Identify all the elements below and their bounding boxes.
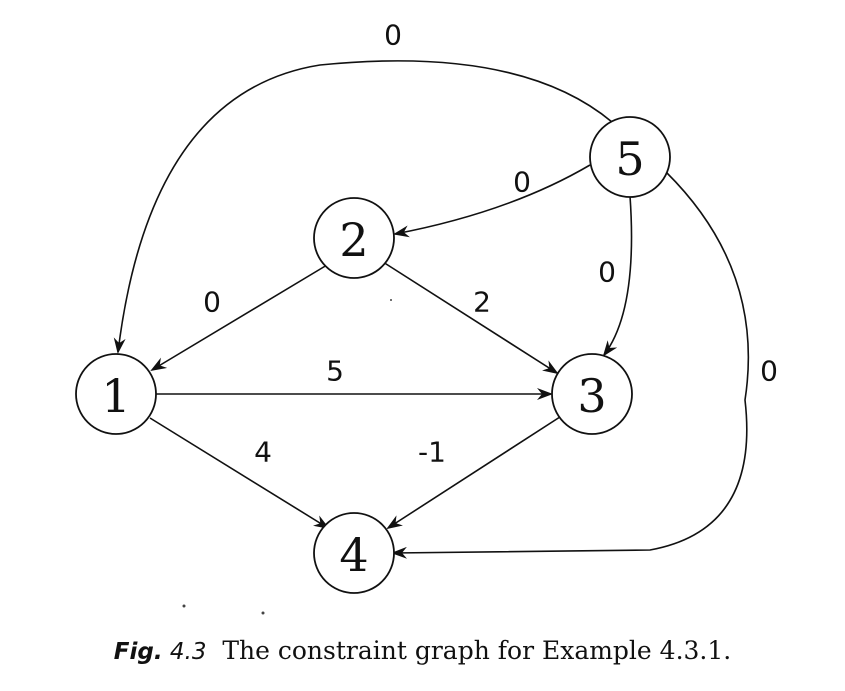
node-2-circle: [313, 197, 395, 279]
scan-speck: [390, 299, 392, 301]
node-3-label: 3: [577, 369, 606, 423]
weight-1-to-3: 5: [326, 355, 344, 388]
node-4-circle: [313, 512, 395, 594]
edge-5-to-3: [602, 195, 633, 357]
weight-5-to-1: 0: [384, 19, 402, 52]
edge-5-to-4: [391, 171, 750, 559]
node-1-label: 1: [101, 369, 130, 423]
edge-2-to-1: [150, 261, 333, 372]
node-3-circle: [551, 353, 633, 435]
edge-3-to-4: [386, 414, 564, 530]
node-5-label: 5: [615, 132, 644, 186]
figure-number: 4.3: [169, 639, 207, 665]
weight-1-to-4: 4: [254, 436, 272, 469]
edge-2-to-3: [382, 261, 559, 375]
node-2: 2: [313, 197, 395, 279]
node-2-label: 2: [339, 213, 368, 267]
weight-2-to-3: 2: [473, 286, 491, 319]
weight-5-to-4: 0: [760, 355, 778, 388]
figure-tag: Fig. 4.3: [114, 639, 207, 665]
weight-5-to-2: 0: [513, 166, 531, 199]
figure-word: Fig.: [113, 639, 163, 665]
node-4-label: 4: [339, 528, 368, 582]
weight-3-to-4: -1: [418, 436, 446, 469]
edge-5-to-2: [393, 164, 591, 238]
edge-1-to-4: [149, 417, 330, 530]
figure-caption-text: The constraint graph for Example 4.3.1.: [222, 636, 732, 665]
weight-5-to-3: 0: [598, 256, 616, 289]
node-3: 3: [551, 353, 633, 435]
node-1-circle: [75, 353, 157, 435]
scan-speck: [261, 611, 265, 615]
node-4: 4: [313, 512, 395, 594]
figure-caption: Fig. 4.3 The constraint graph for Exampl…: [0, 636, 845, 665]
edge-5-to-1: [113, 60, 613, 354]
scan-speck: [182, 604, 186, 608]
node-5: 5: [589, 116, 671, 198]
node-1: 1: [75, 353, 157, 435]
node-5-circle: [589, 116, 671, 198]
weight-2-to-1: 0: [203, 286, 221, 319]
